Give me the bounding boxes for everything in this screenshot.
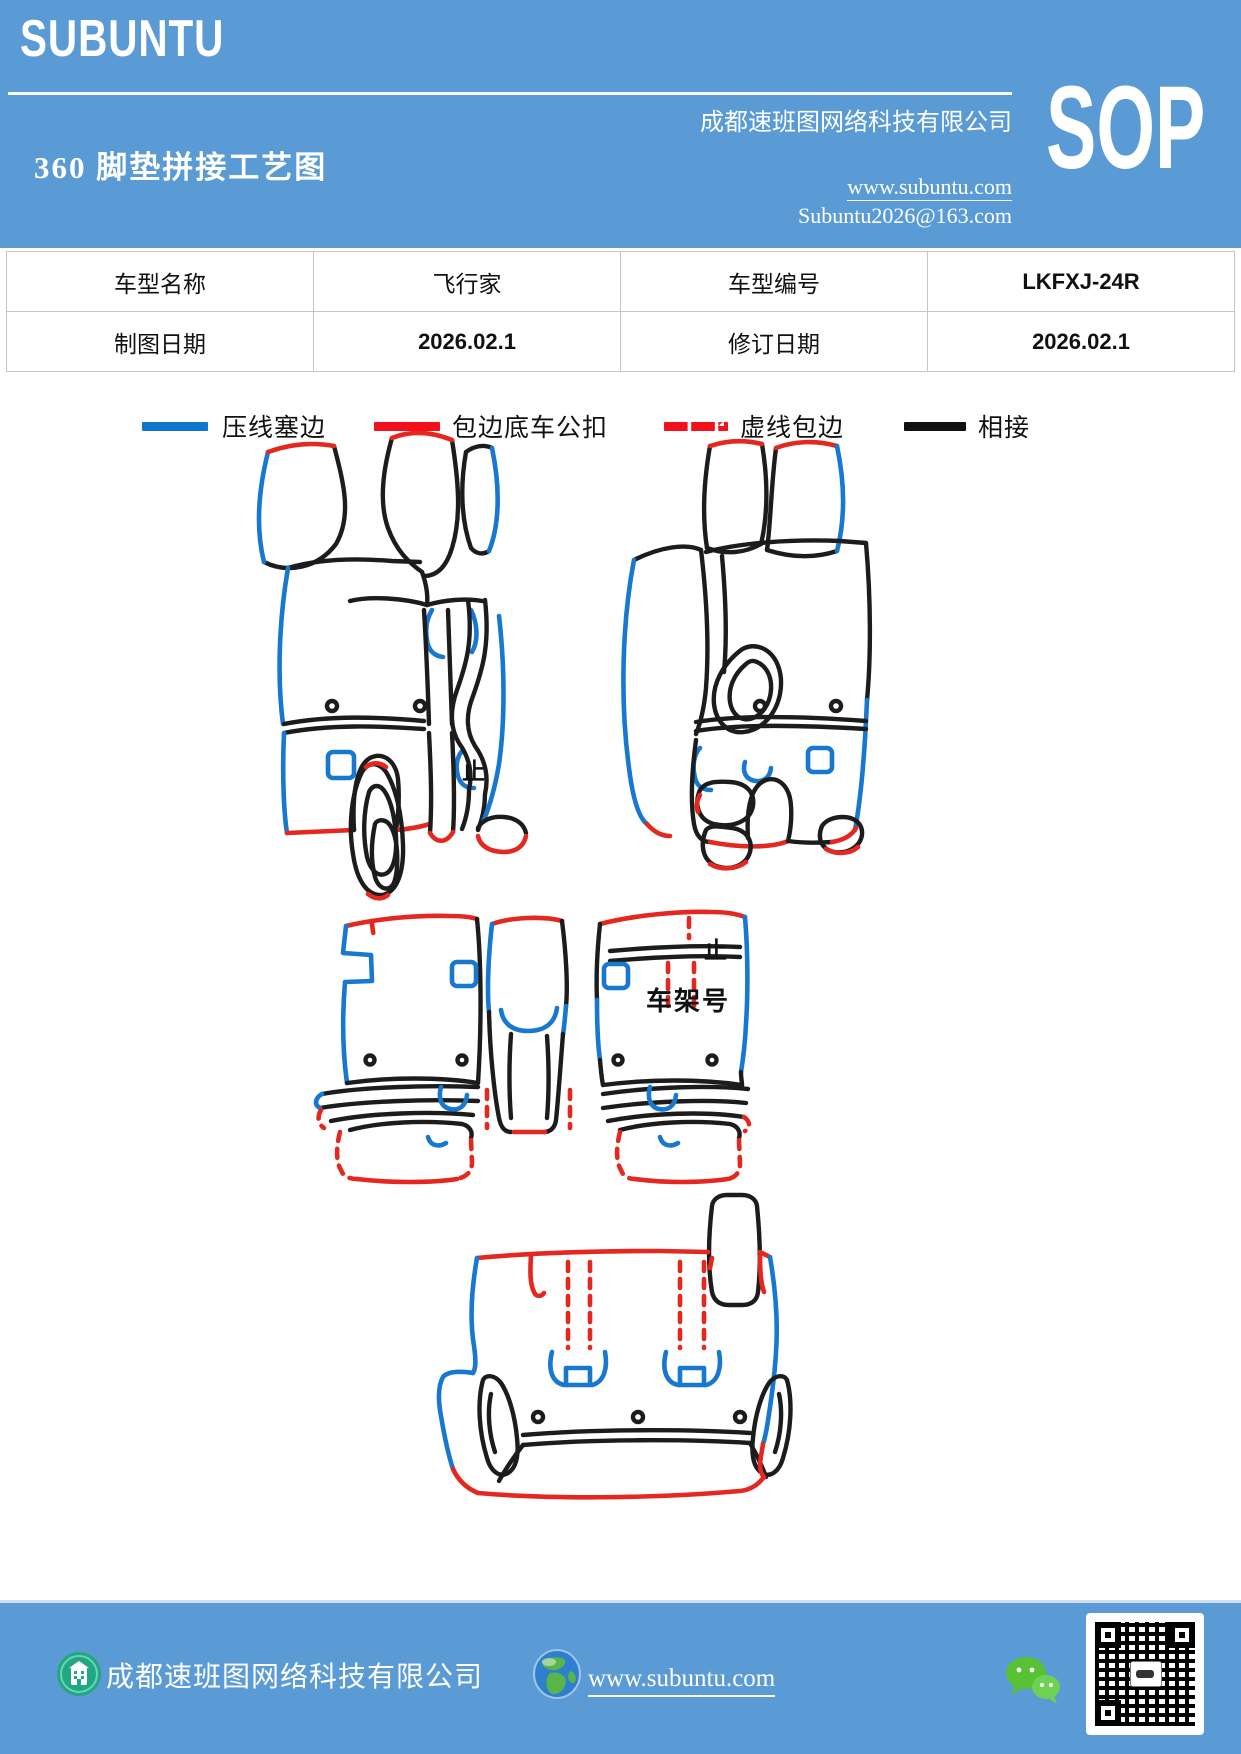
model-name-value: 飞行家 <box>313 251 621 312</box>
legend-red-dashed-swatch <box>664 422 728 431</box>
page-header: SUBUNTU 成都速班图网络科技有限公司 360 脚垫拼接工艺图 www.su… <box>0 0 1241 248</box>
table-row: 制图日期 2026.02.1 修订日期 2026.02.1 <box>6 311 1235 372</box>
front-left-mat-drawing: 止 <box>256 430 529 901</box>
stop-mark-annotation: 止 <box>704 938 727 963</box>
legend-black-line-swatch <box>904 422 966 431</box>
revise-date-label: 修订日期 <box>620 311 928 372</box>
revise-date-value: 2026.02.1 <box>927 311 1235 372</box>
legend-label-dashed-binding: 虚线包边 <box>740 415 845 442</box>
legend-label-joint: 相接 <box>978 415 1031 442</box>
legend-label-press-edge: 压线塞边 <box>222 415 327 442</box>
legend-label-binding-buckle: 包边底车公扣 <box>452 415 609 442</box>
header-company-name: 成都速班图网络科技有限公司 <box>700 110 1012 136</box>
qr-center-logo <box>1130 1661 1162 1687</box>
trunk-mat-drawing <box>436 1192 793 1500</box>
globe-icon <box>533 1649 581 1699</box>
vehicle-info-table: 车型名称 飞行家 车型编号 LKFXJ-24R 制图日期 2026.02.1 修… <box>6 251 1235 372</box>
header-website-text[interactable]: www.subuntu.com <box>847 174 1012 201</box>
footer-website-link[interactable]: www.subuntu.com <box>588 1665 776 1697</box>
wechat-icon <box>1006 1657 1060 1704</box>
vin-area-annotation: 车架号 <box>646 986 730 1016</box>
model-code-value: LKFXJ-24R <box>927 251 1235 312</box>
table-row: 车型名称 飞行家 车型编号 LKFXJ-24R <box>6 251 1235 312</box>
stop-mark-annotation: 止 <box>462 759 485 784</box>
legend-red-line-swatch <box>374 422 440 431</box>
company-building-icon <box>57 1652 101 1696</box>
header-divider-line <box>8 92 1012 95</box>
header-email: Subuntu2026@163.com <box>798 203 1012 228</box>
model-code-label: 车型编号 <box>620 251 928 312</box>
second-row-left-mat-drawing <box>313 913 483 1185</box>
footer-company-name: 成都速班图网络科技有限公司 <box>106 1662 484 1693</box>
header-website-link[interactable]: www.subuntu.com <box>560 174 1012 201</box>
draw-date-value: 2026.02.1 <box>313 311 621 372</box>
model-name-label: 车型名称 <box>6 251 314 312</box>
page-title: 360 脚垫拼接工艺图 <box>34 150 328 185</box>
second-row-center-tunnel-drawing <box>484 915 573 1135</box>
qr-finder-top-right <box>1169 1622 1195 1648</box>
line-style-legend: 压线塞边 包边底车公扣 虚线包边 相接 <box>0 405 1241 447</box>
sop-label: SOP <box>1046 63 1206 194</box>
qr-finder-top-left <box>1095 1622 1121 1648</box>
brand-logo: SUBUNTU <box>20 10 225 68</box>
wechat-qr-code <box>1086 1613 1204 1735</box>
second-row-right-mat-drawing: 止 车架号 <box>594 909 752 1185</box>
page-footer: 成都速班图网络科技有限公司 www.subuntu.com <box>0 1600 1241 1754</box>
draw-date-label: 制图日期 <box>6 311 314 372</box>
legend-blue-line-swatch <box>142 422 208 431</box>
qr-finder-bottom-left <box>1095 1700 1121 1726</box>
front-right-mat-drawing <box>621 438 873 871</box>
